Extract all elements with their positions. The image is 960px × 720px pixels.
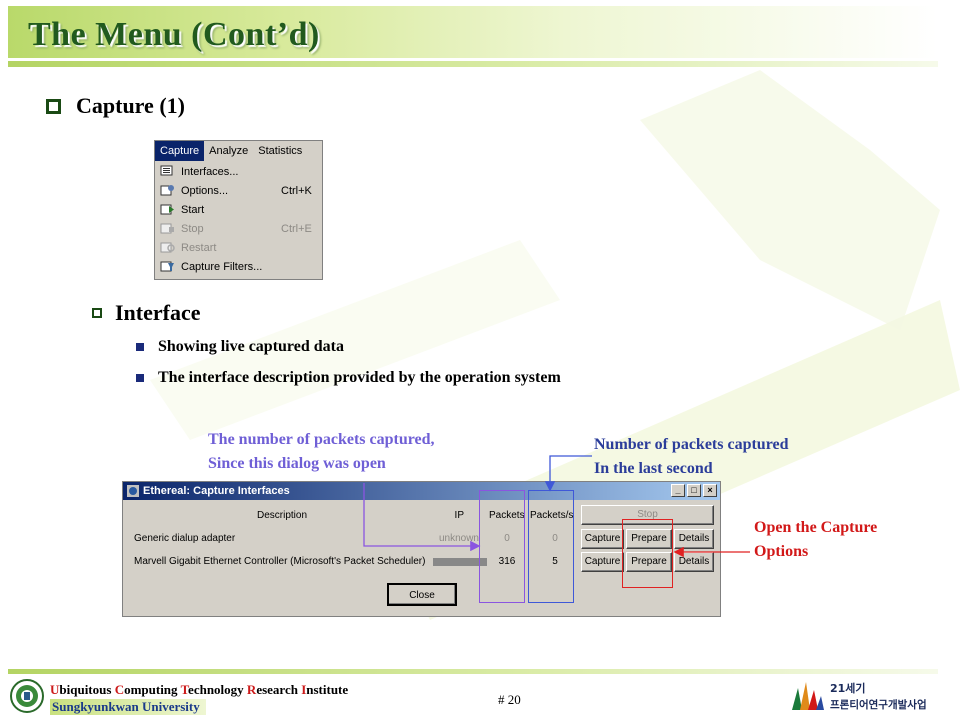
- bullet-icon: [136, 343, 144, 351]
- annotation-open-options: Open the Capture Options: [754, 516, 877, 564]
- bullet-text: Showing live captured data: [158, 338, 344, 355]
- menu-item-shortcut: Ctrl+E: [281, 222, 312, 235]
- menu-item-stop[interactable]: Stop Ctrl+E: [155, 219, 323, 238]
- institute-initial: U: [50, 682, 60, 697]
- menu-item-label: Options...: [181, 184, 229, 197]
- interface-packets: 316: [498, 556, 516, 567]
- menu-item-options[interactable]: Options... Ctrl+K: [155, 181, 323, 200]
- menu-bar: Capture Analyze Statistics: [155, 141, 322, 161]
- footer-rule: [8, 669, 938, 674]
- bullet-icon: [136, 374, 144, 382]
- title-rule: [8, 61, 938, 67]
- annotation-line: In the last second: [594, 460, 713, 477]
- interface-packets: 0: [504, 533, 510, 544]
- menu-item-interfaces[interactable]: Interfaces...: [155, 162, 323, 181]
- prepare-column-highlight: [622, 519, 673, 588]
- slide-title: The Menu (Cont’d): [28, 16, 320, 53]
- menu-item-label: Stop: [181, 222, 204, 235]
- annotation-line: The number of packets captured,: [208, 431, 435, 448]
- menu-item-restart[interactable]: Restart: [155, 238, 323, 257]
- menu-analyze[interactable]: Analyze: [209, 145, 249, 157]
- ethereal-app-icon: [127, 485, 139, 497]
- square-bullet-icon: [46, 98, 61, 114]
- close-button[interactable]: Close: [387, 583, 457, 606]
- institute-word: nstitute: [306, 682, 349, 697]
- menu-item-label: Start: [181, 203, 205, 216]
- institute-word: omputing: [124, 682, 181, 697]
- capture-button[interactable]: Capture: [581, 529, 624, 549]
- subheading-text: Interface: [115, 300, 201, 325]
- column-packets-per-second: Packets/s: [530, 510, 574, 521]
- interface-packets-per-second: 0: [552, 533, 558, 544]
- details-button[interactable]: Details: [674, 529, 714, 549]
- table-row: Marvell Gigabit Ethernet Controller (Mic…: [123, 553, 722, 571]
- dialog-title: Ethereal: Capture Interfaces: [143, 485, 290, 497]
- capture-filters-icon: [160, 261, 174, 272]
- column-description: Description: [257, 510, 308, 521]
- stop-button[interactable]: Stop: [581, 505, 714, 525]
- logo-line1: 21세기: [830, 681, 866, 695]
- annotation-line: Number of packets captured: [594, 436, 789, 453]
- menu-item-shortcut: Ctrl+K: [281, 184, 312, 197]
- institute-name: Ubiquitous Computing Technology Research…: [50, 682, 348, 698]
- logo-line2: 프론티어연구개발사업: [830, 698, 927, 711]
- redacted-ip: [433, 558, 487, 566]
- interface-ip: unknown: [438, 533, 479, 544]
- menu-item-label: Capture Filters...: [181, 260, 263, 273]
- annotation-line: Options: [754, 543, 809, 560]
- annotation-line: Open the Capture: [754, 519, 878, 536]
- capture-menu-screenshot: Capture Analyze Statistics Interfaces...…: [154, 140, 323, 280]
- interfaces-icon: [160, 165, 173, 176]
- frontier-program-logo: 21세기 프론티어연구개발사업: [788, 676, 948, 716]
- menu-item-capture-filters[interactable]: Capture Filters...: [155, 257, 323, 276]
- maximize-icon[interactable]: □: [687, 484, 701, 497]
- interface-packets-per-second: 5: [552, 556, 558, 567]
- menu-item-label: Restart: [181, 241, 217, 254]
- bullet-item: The interface description provided by th…: [136, 369, 561, 387]
- title-bar: The Menu (Cont’d): [8, 6, 938, 58]
- institute-word: esearch: [256, 682, 302, 697]
- institute-initial: T: [180, 682, 189, 697]
- heading-capture: Capture (1): [46, 93, 185, 119]
- column-ip: IP: [454, 510, 464, 521]
- prepare-button[interactable]: Prepare: [626, 529, 672, 549]
- institute-initial: R: [246, 682, 257, 697]
- annotation-packets-captured: The number of packets captured, Since th…: [208, 428, 435, 476]
- details-button[interactable]: Details: [674, 552, 714, 572]
- institute-word: echnology: [188, 682, 247, 697]
- restart-icon: [160, 242, 175, 253]
- menu-item-start[interactable]: Start: [155, 200, 323, 219]
- menu-item-label: Interfaces...: [181, 165, 239, 178]
- close-icon[interactable]: ×: [703, 484, 717, 497]
- annotation-packets-last-second: Number of packets captured In the last s…: [594, 433, 789, 481]
- capture-menu-dropdown: Interfaces... Options... Ctrl+K Start St…: [155, 162, 323, 276]
- interface-description: Marvell Gigabit Ethernet Controller (Mic…: [134, 556, 426, 567]
- window-controls: _ □ ×: [671, 484, 717, 497]
- bullet-item: Showing live captured data: [136, 338, 344, 356]
- column-packets: Packets: [489, 510, 525, 521]
- prepare-button[interactable]: Prepare: [626, 552, 672, 572]
- university-name: Sungkyunkwan University: [50, 699, 206, 715]
- square-bullet-icon: [92, 308, 102, 318]
- dialog-title-bar[interactable]: Ethereal: Capture Interfaces _ □ ×: [123, 482, 720, 500]
- stop-icon: [160, 223, 174, 234]
- annotation-line: Since this dialog was open: [208, 455, 386, 472]
- interface-description: Generic dialup adapter: [134, 533, 236, 544]
- packets-column-highlight: [479, 490, 525, 603]
- page-number: # 20: [498, 692, 521, 707]
- menu-capture[interactable]: Capture: [155, 141, 205, 161]
- bullet-text: The interface description provided by th…: [158, 369, 561, 386]
- university-seal-icon: [10, 679, 44, 713]
- institute-word: biquitous: [59, 682, 115, 697]
- capture-button[interactable]: Capture: [581, 552, 624, 572]
- heading-text: Capture (1): [76, 93, 185, 118]
- institute-initial: C: [114, 682, 125, 697]
- subheading-interface: Interface: [92, 300, 201, 326]
- minimize-icon[interactable]: _: [671, 484, 685, 497]
- start-icon: [160, 204, 174, 215]
- options-icon: [160, 185, 174, 196]
- packets-per-second-highlight: [528, 490, 574, 603]
- institute-initial: I: [301, 682, 307, 697]
- menu-statistics[interactable]: Statistics: [258, 145, 303, 157]
